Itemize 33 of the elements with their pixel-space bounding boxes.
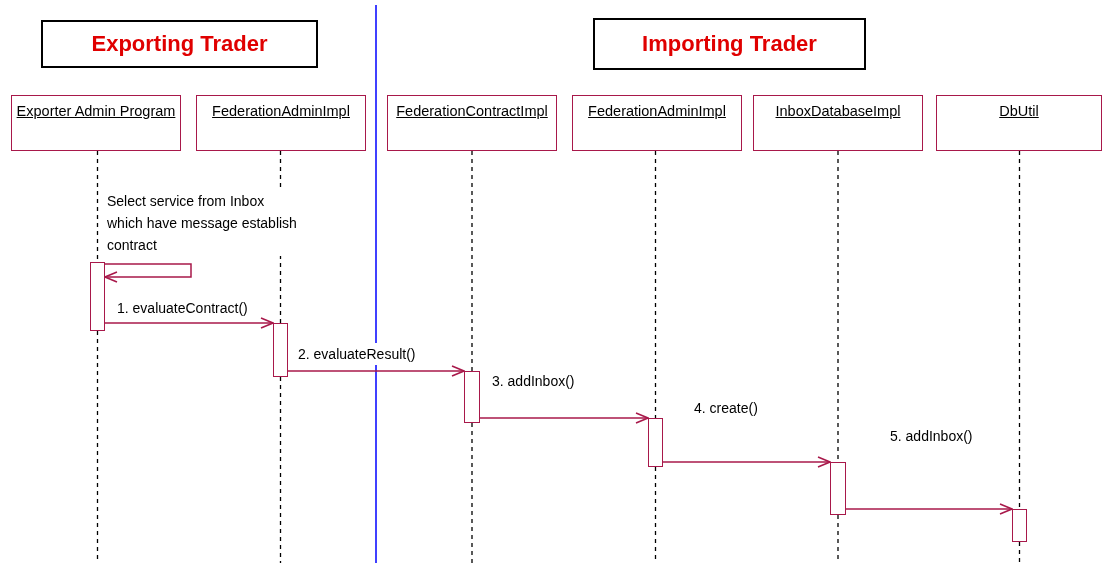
lifeline-head-box xyxy=(753,95,923,151)
activation-bar xyxy=(273,323,288,377)
message-arrow xyxy=(287,365,465,377)
object-name: Exporter Admin Program xyxy=(16,103,176,119)
message-arrow xyxy=(104,317,274,329)
heading-text: Exporting Trader xyxy=(91,31,268,57)
lifeline xyxy=(471,150,473,372)
object-name: InboxDatabaseImpl xyxy=(775,103,901,119)
lifeline-head-box xyxy=(387,95,557,151)
object-name: FederationContractImpl xyxy=(396,103,548,119)
object-name: FederationAdminImpl xyxy=(588,103,726,119)
message-arrow xyxy=(845,503,1013,515)
message-arrow xyxy=(662,456,831,468)
edge-label: 2. evaluateResult() xyxy=(296,343,418,365)
message-arrow xyxy=(479,412,649,424)
activation-bar xyxy=(1012,509,1027,542)
heading-text: Importing Trader xyxy=(642,31,817,57)
lifeline xyxy=(1018,150,1021,510)
lifeline-head-box xyxy=(572,95,742,151)
lifeline-head-box xyxy=(196,95,366,151)
trader-heading-box xyxy=(41,20,318,68)
activation-bar xyxy=(464,371,480,423)
edge-label: Select service from Inbox which have message establish contract xyxy=(105,190,299,256)
activation-bar xyxy=(830,462,846,515)
lifeline-head-box xyxy=(11,95,181,151)
activation-bar xyxy=(648,418,663,467)
self-message-arrow xyxy=(104,263,192,283)
object-name: DbUtil xyxy=(999,103,1039,119)
lifeline xyxy=(654,150,657,419)
object-name: FederationAdminImpl xyxy=(212,103,350,119)
activation-bar xyxy=(90,262,105,331)
lifeline-head-box xyxy=(936,95,1102,151)
trader-heading-box xyxy=(593,18,866,70)
